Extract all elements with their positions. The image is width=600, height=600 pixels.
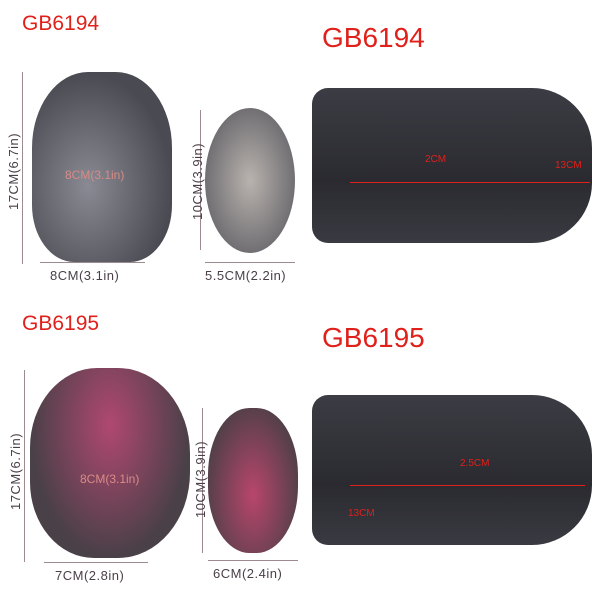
width-dimension-label: 5.5CM(2.2in) [205,268,287,283]
product-end-view [205,108,295,253]
height-dimension-label: 17CM(6.7in) [6,132,21,210]
width-dimension-line [205,262,295,263]
mid-width-label: 8CM(3.1in) [65,168,125,182]
width-dimension-label: 8CM(3.1in) [50,268,120,283]
height-dimension-line [202,408,203,553]
depth-marker-line [350,485,585,486]
width-dimension-line [208,560,298,561]
product-code-label: GB6194 [22,12,100,35]
product-cross-section [312,395,592,545]
height-dimension-line [22,72,23,264]
product-front-view [30,368,190,558]
diameter-label: 2CM [425,154,447,165]
height-dimension-line [200,110,201,250]
depth-label: 13CM [348,508,375,519]
mid-width-label: 8CM(3.1in) [80,472,140,486]
product-cross-section [312,88,592,243]
width-dimension-line [40,262,145,263]
height-dimension-label: 10CM(3.9in) [190,142,205,220]
product-code-header: GB6194 [322,22,425,53]
depth-marker-line [350,182,590,183]
width-dimension-line [44,562,148,563]
depth-label: 13CM [555,160,582,171]
height-dimension-label: 10CM(3.9in) [193,440,208,518]
diameter-label: 2.5CM [460,458,490,469]
width-dimension-label: 6CM(2.4in) [213,566,283,581]
product-code-header: GB6195 [322,322,425,353]
product-end-view [208,408,298,553]
width-dimension-label: 7CM(2.8in) [55,568,125,583]
product-front-view [32,72,172,262]
height-dimension-line [24,370,25,562]
product-code-label: GB6195 [22,312,100,335]
height-dimension-label: 17CM(6.7in) [8,432,23,510]
